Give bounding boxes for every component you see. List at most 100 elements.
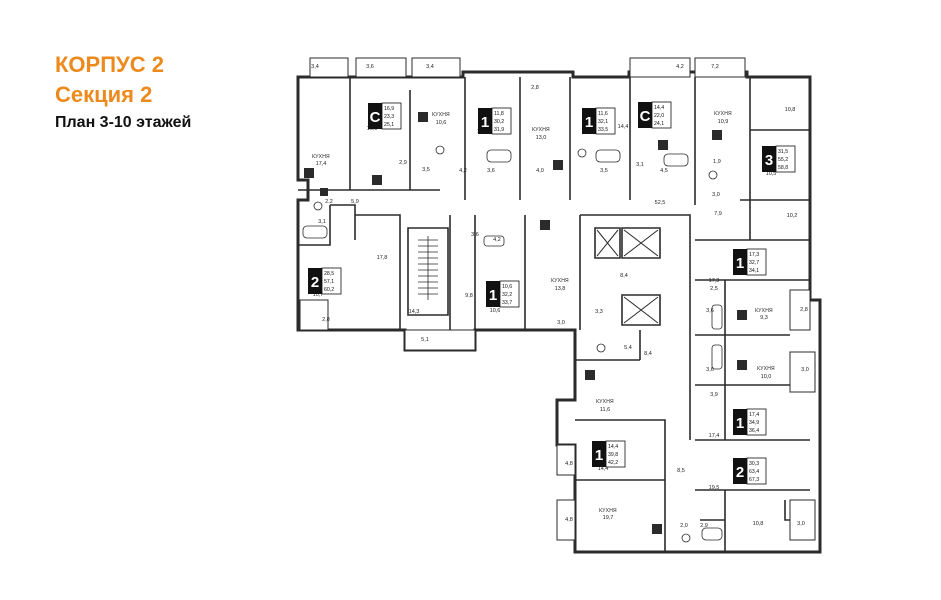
badge-area-box bbox=[321, 267, 342, 295]
badge-rooms: 2 bbox=[736, 464, 744, 481]
room-label: 1,9 bbox=[713, 159, 721, 165]
badge-area: 11,8 bbox=[494, 111, 504, 117]
badge-area: 57,1 bbox=[324, 279, 334, 285]
badge-box bbox=[486, 281, 500, 307]
room-label: 8,5 bbox=[677, 468, 685, 474]
room-label: КУХНЯ bbox=[755, 308, 773, 314]
room-label: 4,8 bbox=[565, 517, 573, 523]
room-label: 10,0 bbox=[761, 374, 772, 380]
badge-rooms: 1 bbox=[585, 114, 593, 131]
room-label: 10,7 bbox=[313, 292, 324, 298]
room-label: 17,3 bbox=[709, 278, 720, 284]
badge-area: 33,7 bbox=[502, 300, 512, 306]
badge-area: 32,1 bbox=[598, 119, 608, 125]
room-label: КУХНЯ bbox=[551, 278, 569, 284]
badge-area: 33,5 bbox=[598, 127, 608, 133]
room-label: 5,1 bbox=[421, 337, 429, 343]
badge-rooms: 1 bbox=[481, 114, 489, 131]
room-label: 3,1 bbox=[636, 162, 644, 168]
badge-area: 24,1 bbox=[654, 121, 664, 127]
kitchen-stoves bbox=[304, 112, 747, 534]
room-label: 2,8 bbox=[531, 85, 539, 91]
badge-area: 17,3 bbox=[749, 252, 759, 258]
badge-area: 58,8 bbox=[778, 165, 788, 171]
badge-box bbox=[733, 458, 747, 484]
room-label: 3,0 bbox=[797, 521, 805, 527]
room-label: 10,5 bbox=[766, 171, 777, 177]
badge-area: 22,0 bbox=[654, 113, 664, 119]
room-label: 3,6 bbox=[366, 64, 374, 70]
room-label: 5,9 bbox=[351, 199, 359, 205]
badge-area-box bbox=[499, 280, 520, 308]
room-label: 3,0 bbox=[557, 320, 565, 326]
room-label: 19,7 bbox=[603, 515, 614, 521]
badge-area-box bbox=[381, 102, 402, 130]
badge-rooms: 1 bbox=[595, 447, 603, 464]
room-label: 2,0 bbox=[680, 523, 688, 529]
badge-area: 31,5 bbox=[778, 149, 788, 155]
room-label: 3,1 bbox=[318, 219, 326, 225]
badge-area-box bbox=[605, 440, 626, 468]
badge-area-box bbox=[746, 457, 767, 485]
room-label: 3,6 bbox=[471, 232, 479, 238]
room-label: 4,0 bbox=[536, 168, 544, 174]
badge-area: 11,6 bbox=[598, 111, 608, 117]
room-label: 17,8 bbox=[377, 255, 388, 261]
badge-box bbox=[308, 268, 322, 294]
room-label: 3,0 bbox=[801, 367, 809, 373]
room-label: 3,6 bbox=[706, 367, 714, 373]
badge-rooms: 1 bbox=[736, 255, 744, 272]
room-label: 4,5 bbox=[660, 168, 668, 174]
room-label: 8,4 bbox=[644, 351, 652, 357]
badge-area-box bbox=[491, 107, 512, 135]
badge-area: 28,5 bbox=[324, 271, 334, 277]
room-label: 19,5 bbox=[709, 485, 720, 491]
badge-rooms: 3 bbox=[765, 152, 773, 169]
badge-area: 17,4 bbox=[749, 412, 759, 418]
room-label: 3,4 bbox=[311, 64, 319, 70]
badge-area: 32,7 bbox=[749, 260, 759, 266]
room-label: 10,9 bbox=[718, 119, 729, 125]
badge-rooms: С bbox=[640, 108, 651, 125]
badge-area: 14,4 bbox=[654, 105, 664, 111]
plan-subtitle: План 3-10 этажей bbox=[55, 114, 192, 131]
section-title: Секция 2 bbox=[55, 82, 153, 107]
windows bbox=[299, 57, 816, 541]
badge-area-box bbox=[651, 101, 672, 129]
room-label: 10,6 bbox=[436, 120, 447, 126]
badge-area: 16,9 bbox=[384, 106, 394, 112]
badge-box bbox=[582, 108, 596, 134]
badge-box bbox=[733, 409, 747, 435]
building-title: КОРПУС 2 bbox=[55, 52, 164, 77]
room-label: 3,5 bbox=[600, 168, 608, 174]
room-label: КУХНЯ bbox=[432, 112, 450, 118]
bath-fixtures bbox=[302, 145, 723, 543]
room-label: 17,4 bbox=[709, 433, 720, 439]
room-label: КУХНЯ bbox=[599, 508, 617, 514]
room-label: 13,8 bbox=[555, 286, 566, 292]
room-label: 17,4 bbox=[316, 161, 327, 167]
room-label: 3,3 bbox=[595, 309, 603, 315]
room-label: 4,2 bbox=[459, 168, 467, 174]
room-label: 7,9 bbox=[714, 211, 722, 217]
badge-area: 42,2 bbox=[608, 460, 618, 466]
badge-rooms: 1 bbox=[736, 415, 744, 432]
badge-rooms: 2 bbox=[311, 274, 319, 291]
badge-box bbox=[368, 103, 382, 129]
room-label: 3,9 bbox=[710, 392, 718, 398]
room-label: КУХНЯ bbox=[596, 399, 614, 405]
room-label: 14,4 bbox=[618, 124, 629, 130]
room-label: 52,5 bbox=[655, 200, 666, 206]
room-label: 14,4 bbox=[598, 466, 609, 472]
badge-area-box bbox=[775, 145, 796, 173]
badge-box bbox=[733, 249, 747, 275]
badge-box bbox=[478, 108, 492, 134]
